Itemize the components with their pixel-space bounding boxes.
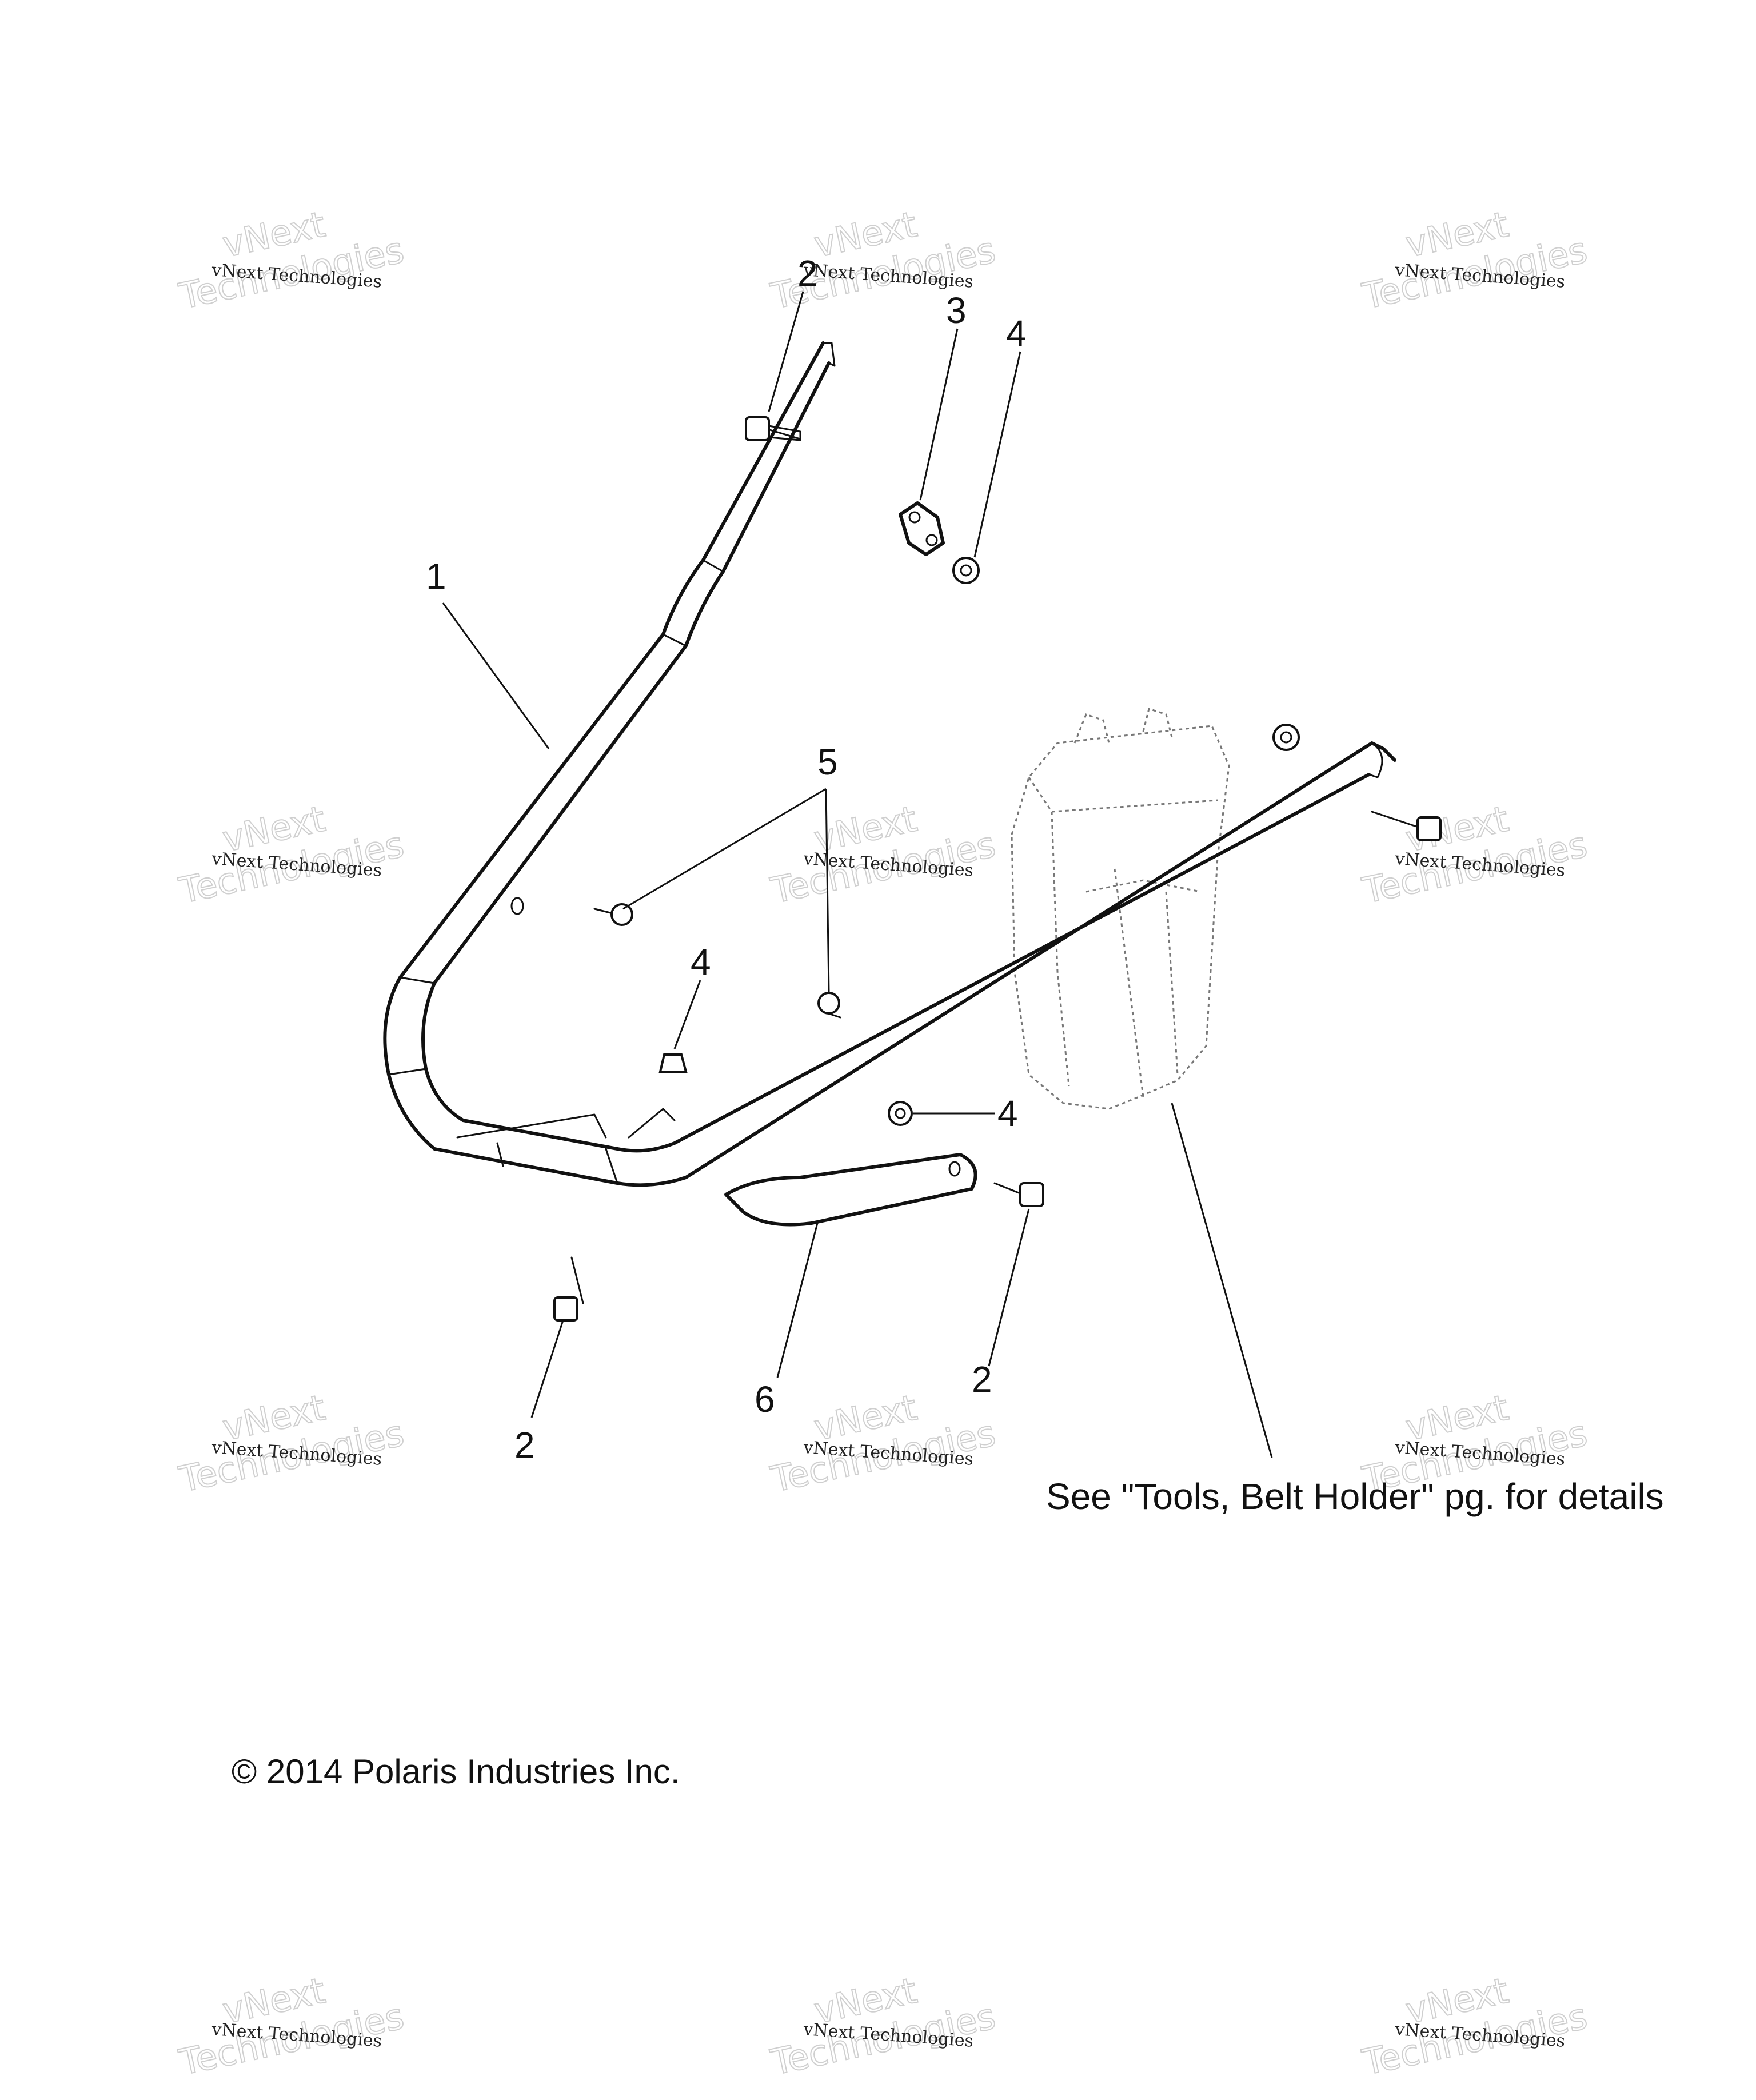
callout-2-top: 2 xyxy=(797,253,818,294)
fastener-nut-top xyxy=(952,557,980,584)
part-1-bumper-tube xyxy=(383,341,1396,1187)
callout-3: 3 xyxy=(946,290,967,331)
callout-2-left: 2 xyxy=(514,1424,535,1466)
callout-6: 6 xyxy=(755,1379,775,1420)
watermark-bl: vNext Technologies vNext Technologies xyxy=(175,1386,408,1501)
watermark-bc: vNext Technologies vNext Technologies xyxy=(767,1386,1000,1501)
fastener-nut-right-mid xyxy=(888,1101,913,1126)
belt-holder-ghost xyxy=(1011,708,1230,1110)
callout-2-right: 2 xyxy=(972,1359,992,1400)
fastener-bolt-lower-right xyxy=(993,1182,1044,1207)
watermark-xc: vNext Technologies vNext Technologies xyxy=(767,1969,1000,2084)
callout-4-mid: 4 xyxy=(691,941,711,983)
callout-4-top: 4 xyxy=(1006,313,1027,354)
fastener-bolt-top xyxy=(745,416,801,441)
callout-1: 1 xyxy=(426,556,446,597)
callout-5: 5 xyxy=(817,741,838,782)
part-6-support-strut xyxy=(724,1153,977,1227)
watermark-mr: vNext Technologies vNext Technologies xyxy=(1358,797,1591,912)
fastener-bolt-right xyxy=(1371,811,1442,841)
watermark-tr: vNext Technologies vNext Technologies xyxy=(1358,203,1591,318)
watermark-xl: vNext Technologies vNext Technologies xyxy=(175,1969,408,2084)
part-3-bracket xyxy=(899,501,945,556)
watermark-ml: vNext Technologies vNext Technologies xyxy=(175,797,408,912)
leader-lines xyxy=(442,291,1273,1458)
fastener-push-rivet-lower xyxy=(817,992,841,1019)
watermark-mc: vNext Technologies vNext Technologies xyxy=(767,797,1000,912)
watermark-tl: vNext Technologies vNext Technologies xyxy=(175,203,408,318)
fastener-push-rivet-upper xyxy=(593,903,633,926)
belt-holder-note: See "Tools, Belt Holder" pg. for details xyxy=(1046,1476,1664,1517)
fastener-nut-right-top xyxy=(1272,724,1300,751)
callout-4-right: 4 xyxy=(997,1093,1018,1134)
watermark-xr: vNext Technologies vNext Technologies xyxy=(1358,1969,1591,2084)
copyright-text: © 2014 Polaris Industries Inc. xyxy=(232,1752,680,1791)
fastener-nut-mid xyxy=(658,1053,688,1073)
fastener-bolt-lower-left xyxy=(553,1256,584,1322)
